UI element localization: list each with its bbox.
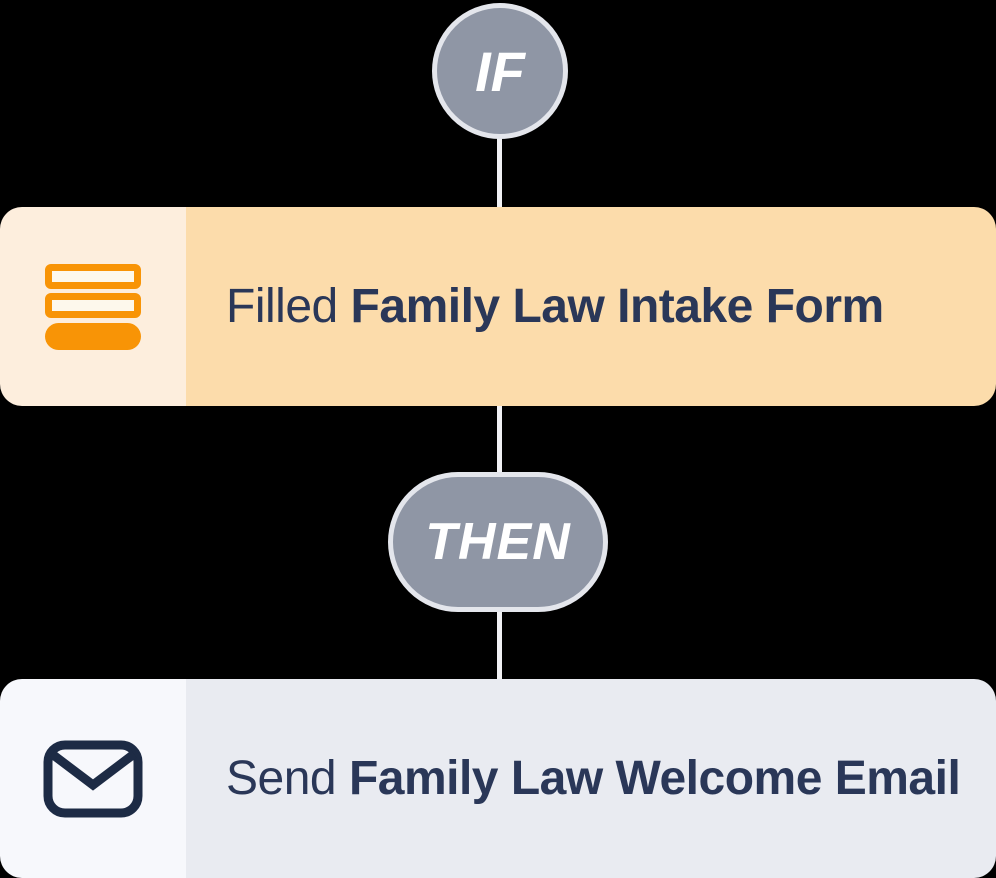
form-icon-bar-bottom [45,322,141,350]
then-badge-label: THEN [425,513,571,571]
email-icon [43,740,143,817]
connector-then-to-action [497,608,502,682]
trigger-label-prefix: Filled [226,280,351,333]
action-label: Send Family Law Welcome Email [226,751,961,806]
trigger-label: Filled Family Law Intake Form [226,279,884,334]
form-icon [45,263,141,350]
connector-trigger-to-then [497,402,502,476]
form-icon-bar-middle [45,293,141,318]
trigger-card[interactable]: Filled Family Law Intake Form [0,207,996,406]
action-icon-panel [0,679,186,878]
form-icon-bar-top [45,263,141,289]
trigger-text-panel: Filled Family Law Intake Form [186,207,996,406]
action-label-prefix: Send [226,752,349,805]
action-card[interactable]: Send Family Law Welcome Email [0,679,996,878]
action-label-name: Family Law Welcome Email [348,752,961,805]
if-badge-label: IF [475,39,525,103]
then-badge: THEN [388,472,608,612]
trigger-label-name: Family Law Intake Form [350,280,885,333]
action-text-panel: Send Family Law Welcome Email [186,679,996,878]
connector-if-to-trigger [497,134,502,210]
if-badge: IF [432,3,568,139]
trigger-icon-panel [0,207,186,406]
